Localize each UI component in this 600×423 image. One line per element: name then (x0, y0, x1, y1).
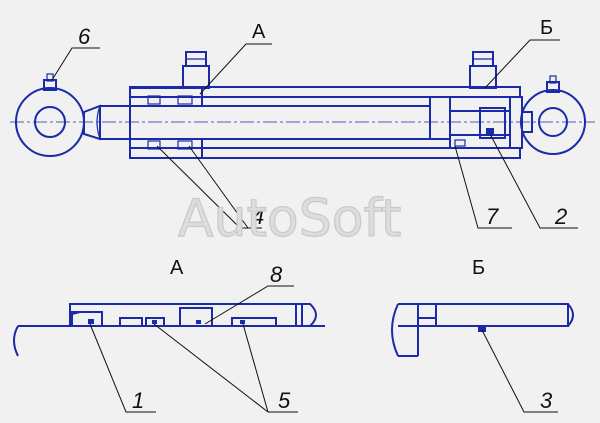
label-3: 3 (540, 388, 553, 413)
label-5: 5 (278, 388, 291, 413)
piston-section (429, 96, 511, 149)
label-8: 8 (270, 262, 283, 287)
label-2: 2 (554, 204, 567, 229)
label-1: 1 (132, 388, 144, 413)
callout-a: А (252, 21, 266, 43)
detail-b-title: Б (472, 257, 485, 279)
detail-a-leaders (89, 285, 298, 413)
detail-a (13, 303, 325, 357)
watermark: AutoSoft (178, 189, 401, 249)
piston-rod (83, 104, 431, 141)
detail-a-title: А (170, 257, 184, 279)
main-assembly (10, 51, 595, 159)
detail-b (391, 303, 574, 357)
label-7: 7 (486, 204, 499, 229)
detail-b-leaders (481, 329, 558, 413)
left-eye (15, 73, 85, 157)
callout-b: Б (540, 17, 553, 39)
port-b-fitting (469, 51, 497, 89)
label-4: 4 (252, 204, 264, 229)
gland-section (129, 87, 203, 159)
main-leaders (51, 39, 578, 229)
port-a-fitting (182, 51, 210, 89)
label-6: 6 (78, 24, 91, 49)
right-eye (509, 75, 586, 155)
